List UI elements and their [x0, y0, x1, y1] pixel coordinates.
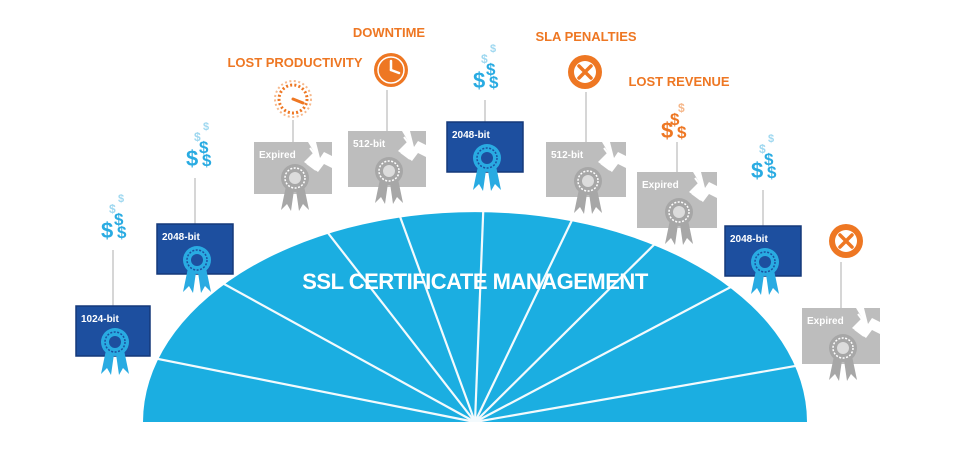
svg-text:$: $ [101, 218, 113, 243]
certificate-label: 2048-bit [730, 234, 768, 245]
hub-spoke [473, 165, 487, 423]
award-seal-icon [101, 328, 129, 375]
penalty-x-icon [568, 55, 602, 89]
certificate-label: 512-bit [551, 150, 584, 161]
certificate-label: 2048-bit [452, 130, 490, 141]
crack-icon [854, 313, 866, 337]
torn-corner [410, 131, 426, 147]
downtime-label: DOWNTIME [353, 25, 426, 40]
hub-semicircle [143, 212, 807, 422]
certificate-label: 2048-bit [162, 232, 200, 243]
award-seal-icon [183, 246, 211, 293]
certificate-expired: Expired [254, 142, 332, 211]
award-seal-icon [281, 164, 309, 211]
certificate-label: 512-bit [353, 139, 386, 150]
sla-penalties-label: SLA PENALTIES [535, 29, 636, 44]
award-seal-icon [375, 157, 403, 204]
hub-spoke [194, 267, 476, 423]
svg-text:$: $ [670, 110, 680, 129]
svg-text:$: $ [486, 60, 496, 79]
connector-lines [112, 90, 842, 308]
svg-text:$: $ [114, 210, 124, 229]
svg-text:$: $ [768, 133, 774, 145]
crack-icon [600, 147, 612, 171]
svg-text:$: $ [759, 142, 766, 156]
torn-corner [864, 308, 880, 324]
svg-text:$: $ [203, 121, 209, 133]
clock-icon [374, 53, 408, 87]
hub-spoke [385, 180, 477, 423]
certificate-weak: 512-bit [348, 131, 426, 204]
dollar-stack-icon: $ $ $ $ $ [101, 193, 127, 243]
dollar-stack-icon: $ $ $ $ $ [186, 121, 212, 171]
certificate-label: Expired [807, 316, 844, 327]
dollar-stack-icon: $ $ $ $ $ [473, 43, 499, 93]
dollar-stack-icon: $ $ $ $ $ [751, 133, 777, 183]
svg-text:$: $ [199, 138, 209, 157]
hub-title: SSL CERTIFICATE MANAGEMENT [302, 269, 649, 294]
crack-icon [400, 136, 412, 160]
svg-text:$: $ [678, 101, 685, 115]
torn-corner [701, 172, 717, 188]
svg-text:$: $ [473, 68, 485, 93]
svg-text:$: $ [489, 73, 499, 92]
svg-text:$: $ [767, 163, 777, 182]
hub-spoke [474, 221, 678, 423]
certificates: 1024-bit2048-bitExpired512-bit2048-bit51… [75, 121, 880, 381]
certificate-label: 1024-bit [81, 314, 119, 325]
certificate-expired: Expired [802, 308, 880, 381]
certificate-label: Expired [642, 180, 679, 191]
svg-text:$: $ [202, 151, 212, 170]
award-seal-icon [574, 167, 602, 214]
certificate-weak: 512-bit [546, 142, 626, 214]
torn-corner [316, 142, 332, 158]
svg-text:$: $ [764, 150, 774, 169]
certificate-expired: Expired [637, 172, 717, 245]
crack-icon [306, 147, 318, 171]
svg-text:$: $ [186, 146, 198, 171]
svg-text:$: $ [109, 202, 116, 216]
award-seal-icon [473, 144, 501, 191]
hub-spoke [474, 190, 587, 423]
certificate-valid: 2048-bit [446, 121, 524, 191]
award-seal-icon [751, 248, 779, 295]
productivity-gauge-icon [274, 80, 312, 118]
certificate-valid: 2048-bit [156, 223, 234, 293]
certificate-valid: 2048-bit [724, 225, 802, 295]
certificate-valid: 1024-bit [75, 305, 151, 375]
penalty-x-icon [829, 224, 863, 258]
hub-spoke [292, 187, 476, 423]
svg-text:$: $ [751, 158, 763, 183]
hub-spokes [112, 165, 842, 424]
award-seal-icon [829, 334, 857, 381]
hub-spoke [474, 356, 842, 424]
svg-text:$: $ [194, 130, 201, 144]
svg-text:$: $ [118, 193, 124, 205]
svg-text:$: $ [661, 118, 673, 143]
svg-text:$: $ [481, 52, 488, 66]
svg-text:$: $ [117, 223, 127, 242]
torn-corner [610, 142, 626, 158]
revenue-dollar-icon: $ $ $ $ [661, 101, 687, 143]
certificate-label: Expired [259, 150, 296, 161]
lost-revenue-label: LOST REVENUE [628, 74, 729, 89]
award-seal-icon [665, 198, 693, 245]
svg-text:$: $ [677, 123, 687, 142]
lost-productivity-label: LOST PRODUCTIVITY [227, 55, 362, 70]
hub-spoke [112, 348, 476, 424]
svg-text:$: $ [490, 43, 496, 55]
crack-icon [691, 177, 703, 201]
hub-spoke [474, 269, 764, 423]
